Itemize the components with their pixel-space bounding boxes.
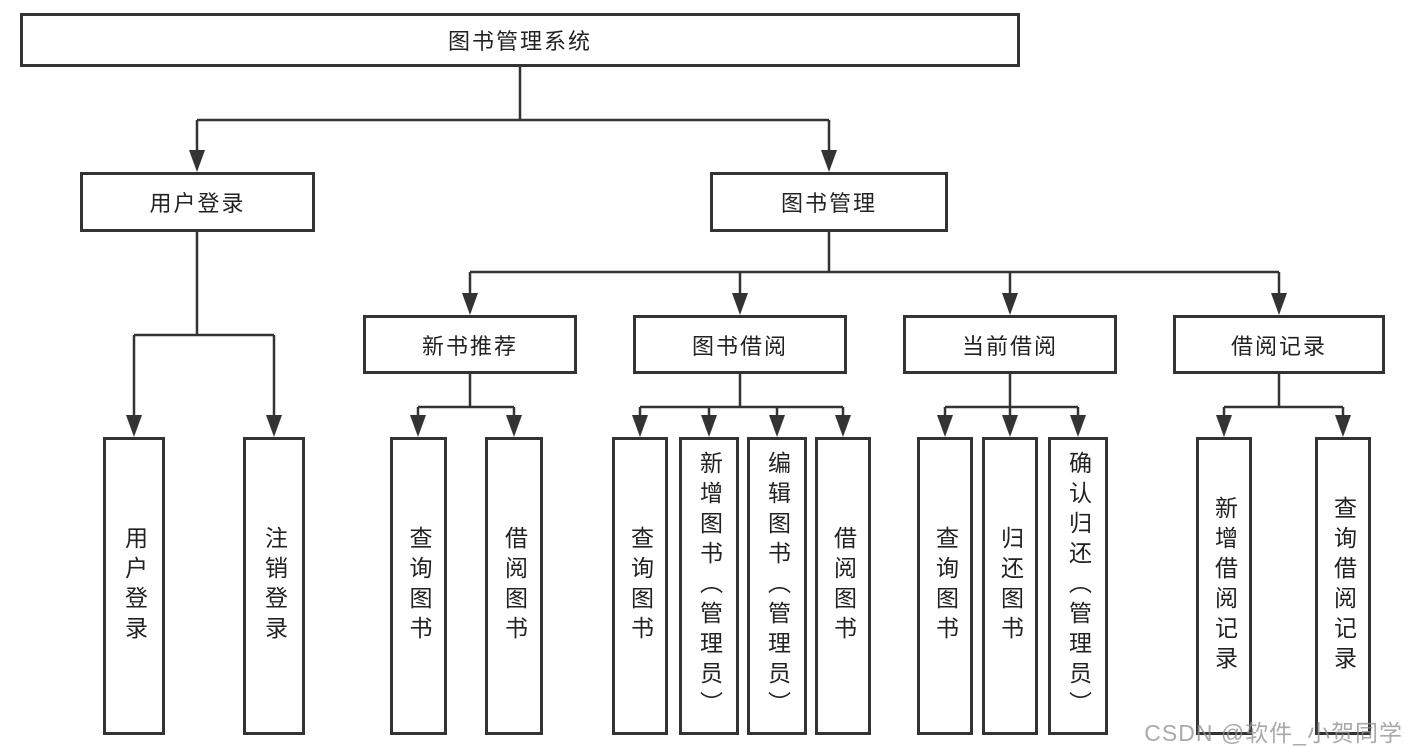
arrow-down-icon [1002, 415, 1018, 437]
connector-borrow-to-leaves [638, 374, 845, 419]
node-library-management-system: 图书管理系统 [20, 13, 1020, 67]
connector-bookmgmt-to-level3 [468, 232, 1281, 297]
node-label: 当前借阅 [961, 333, 1058, 359]
connector-root-to-level2 [195, 67, 831, 154]
leaf-label: 注销登录 [261, 526, 288, 646]
node-borrow-records: 借阅记录 [1173, 315, 1385, 374]
arrow-down-icon [189, 150, 205, 172]
node-label: 借阅记录 [1230, 333, 1327, 359]
connector-newbooks-to-leaves [416, 374, 516, 419]
leaf-borrow-books-borrow: 借阅图书 [815, 437, 871, 735]
arrow-down-icon [1216, 415, 1232, 437]
node-current-borrow: 当前借阅 [903, 315, 1117, 374]
leaf-label: 借阅图书 [830, 526, 857, 646]
leaf-label: 用户登录 [121, 526, 148, 646]
leaf-query-books-newbooks: 查询图书 [390, 437, 447, 735]
leaf-add-books-admin: 新增图书（管理员） [679, 437, 739, 735]
leaf-label: 查询图书 [627, 526, 654, 646]
connector-records-to-leaves [1222, 374, 1345, 419]
node-label: 新书推荐 [421, 333, 518, 359]
node-label: 图书管理系统 [447, 29, 592, 54]
arrow-down-icon [769, 415, 785, 437]
arrow-down-icon [126, 415, 142, 437]
arrow-down-icon [632, 415, 648, 437]
arrow-down-icon [835, 415, 851, 437]
arrow-down-icon [1335, 415, 1351, 437]
arrow-down-icon [1002, 293, 1018, 315]
arrow-down-icon [1070, 415, 1086, 437]
leaf-label: 新增借阅记录 [1211, 496, 1238, 676]
leaf-user-login: 用户登录 [103, 437, 165, 735]
arrow-down-icon [701, 415, 717, 437]
node-book-management: 图书管理 [710, 172, 948, 232]
leaf-borrow-books-newbooks: 借阅图书 [485, 437, 543, 735]
leaf-label: 新增图书（管理员） [696, 451, 723, 721]
leaf-label: 归还图书 [997, 526, 1024, 646]
node-book-borrow: 图书借阅 [633, 315, 847, 374]
node-new-book-recommend: 新书推荐 [363, 315, 577, 374]
arrow-down-icon [462, 293, 478, 315]
arrow-down-icon [1271, 293, 1287, 315]
leaf-logout: 注销登录 [243, 437, 305, 735]
leaf-edit-books-admin: 编辑图书（管理员） [747, 437, 807, 735]
connector-userlogin-to-leaves [132, 232, 276, 419]
node-label: 用户登录 [149, 191, 246, 216]
arrow-down-icon [821, 150, 837, 172]
leaf-query-borrow-record: 查询借阅记录 [1315, 437, 1371, 735]
arrow-down-icon [506, 415, 522, 437]
leaf-label: 查询图书 [932, 526, 959, 646]
leaf-return-books: 归还图书 [982, 437, 1038, 735]
arrow-down-icon [732, 293, 748, 315]
leaf-label: 确认归还（管理员） [1065, 451, 1092, 721]
leaf-confirm-return-admin: 确认归还（管理员） [1048, 437, 1108, 735]
leaf-add-borrow-record: 新增借阅记录 [1196, 437, 1252, 735]
node-label: 图书借阅 [691, 333, 788, 359]
arrowhead-icons [126, 150, 1351, 437]
csdn-watermark: CSDN @软件_小贺同学 [1144, 720, 1403, 746]
connector-current-to-leaves [943, 374, 1080, 419]
leaf-label: 编辑图书（管理员） [764, 451, 791, 721]
arrow-down-icon [410, 415, 426, 437]
leaf-label: 查询借阅记录 [1330, 496, 1357, 676]
node-user-login: 用户登录 [80, 172, 315, 232]
arrow-down-icon [266, 415, 282, 437]
arrow-down-icon [937, 415, 953, 437]
leaf-query-books-current: 查询图书 [917, 437, 973, 735]
node-label: 图书管理 [780, 191, 877, 216]
leaf-query-books-borrow: 查询图书 [612, 437, 668, 735]
leaf-label: 借阅图书 [501, 526, 528, 646]
leaf-label: 查询图书 [406, 526, 432, 646]
